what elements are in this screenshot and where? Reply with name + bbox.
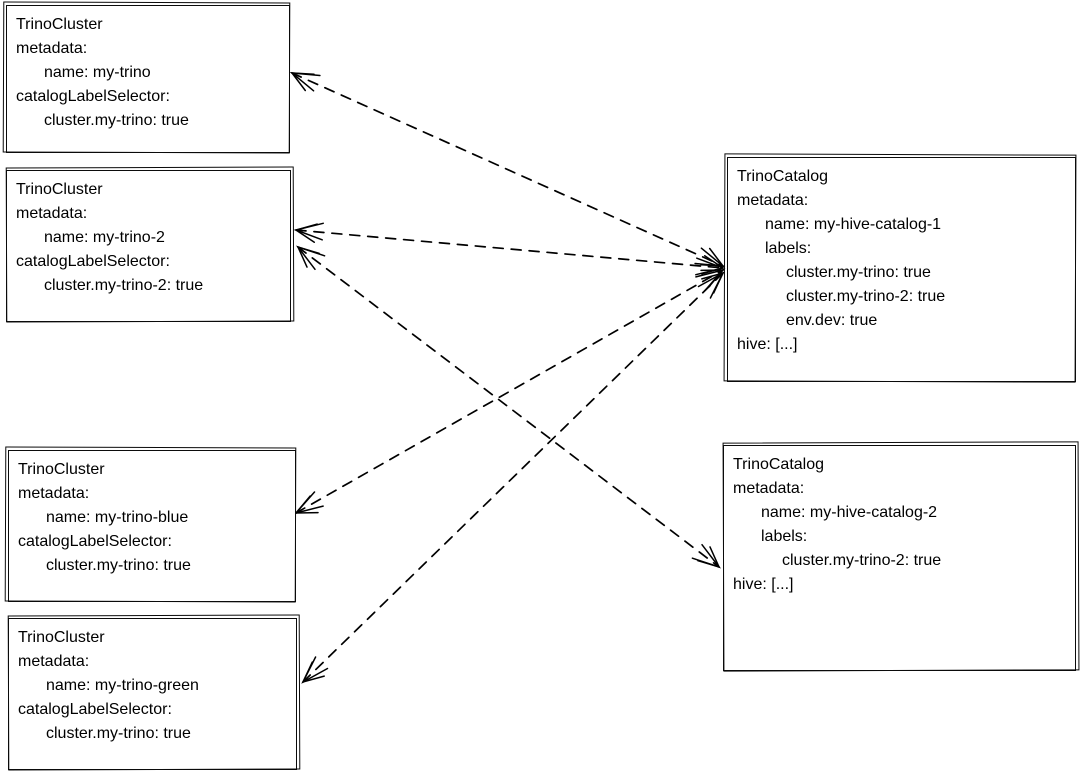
node-text-line: catalogLabelSelector: (18, 701, 172, 718)
node-text-line: name: my-trino-blue (46, 509, 189, 526)
node-text-line: name: my-trino-2 (44, 229, 165, 246)
arrowhead (701, 271, 725, 294)
node-text-line: catalogLabelSelector: (16, 88, 170, 105)
node-text-line: TrinoCluster (18, 629, 105, 646)
edge-cluster-my-trino--catalog-my-hive-catalog-1 (291, 72, 724, 267)
arrowhead (301, 656, 329, 684)
node-text-line: labels: (765, 240, 812, 257)
arrowhead (700, 269, 725, 288)
arrowhead (294, 223, 318, 243)
arrowhead (295, 245, 326, 271)
arrowhead (296, 245, 320, 268)
node-text-line: catalogLabelSelector: (18, 533, 172, 550)
arrowhead (695, 268, 726, 292)
arrowhead (293, 222, 324, 241)
node-trinocatalog-my-hive-catalog-2: TrinoCatalog metadata: name: my-hive-catal… (723, 445, 1076, 671)
node-trinocluster-my-trino-green: TrinoCluster metadata: name: my-trino-gree… (8, 618, 297, 770)
node-text-line: metadata: (16, 205, 88, 222)
arrowhead (694, 247, 726, 267)
node-text-line: cluster.my-trino-2: true (44, 277, 204, 294)
node-text-line: cluster.my-trino-2: true (786, 288, 946, 305)
node-text-line: TrinoCluster (18, 461, 105, 478)
node-text-line: name: my-trino (44, 64, 151, 81)
node-text-line: metadata: (737, 192, 809, 209)
edge-cluster-my-trino-green--catalog-my-hive-catalog-1 (302, 272, 724, 683)
arrowhead (697, 546, 721, 569)
node-text-line: name: my-hive-catalog-2 (761, 504, 938, 521)
node-text-line: metadata: (18, 485, 90, 502)
node-trinocluster-my-trino: TrinoCluster metadata: name: my-trino catal… (6, 5, 290, 153)
node-text-line: env.dev: true (786, 312, 878, 329)
node-text-line: name: my-hive-catalog-1 (765, 216, 942, 233)
node-text-line: hive: [...] (737, 336, 798, 353)
edge-cluster-my-trino-2--catalog-my-hive-catalog-1 (295, 229, 724, 269)
node-text-line: metadata: (733, 480, 805, 497)
node-text-line: labels: (761, 528, 808, 545)
node-text-line: TrinoCatalog (737, 168, 829, 185)
node-trinocluster-my-trino-2: TrinoCluster metadata: name: my-trino-2 cat… (6, 170, 291, 322)
node-text-line: cluster.my-trino-2: true (782, 552, 942, 569)
node-text-line: name: my-trino-green (46, 677, 199, 694)
arrowhead (700, 247, 725, 267)
node-text-line: TrinoCluster (16, 181, 103, 198)
node-text-line: cluster.my-trino: true (786, 264, 931, 281)
arrowhead (301, 661, 325, 684)
arrowhead (701, 255, 725, 275)
node-text-line: metadata: (18, 653, 90, 670)
arrowhead (691, 543, 722, 569)
edge-cluster-my-trino-2--catalog-my-hive-catalog-2 (297, 246, 720, 568)
arrowhead (695, 257, 726, 276)
node-text-line: hive: [...] (733, 576, 794, 593)
node-trinocatalog-my-hive-catalog-1: TrinoCatalog metadata: name: my-hive-catal… (727, 157, 1076, 382)
edge-cluster-my-trino-blue--catalog-my-hive-catalog-1 (295, 269, 724, 514)
arrowhead (294, 495, 319, 514)
node-trinocluster-my-trino-blue: TrinoCluster metadata: name: my-trino-blue… (8, 450, 296, 602)
node-text-line: TrinoCatalog (733, 456, 825, 473)
node-text-line: cluster.my-trino: true (46, 557, 191, 574)
arrowhead (290, 72, 315, 92)
node-text-line: TrinoCluster (16, 16, 103, 33)
arrowhead (697, 271, 725, 299)
node-text-line: catalogLabelSelector: (16, 253, 170, 270)
arrowhead (293, 491, 324, 515)
node-text-line: cluster.my-trino: true (46, 725, 191, 742)
arrowhead (289, 72, 321, 92)
node-text-line: metadata: (16, 40, 88, 57)
node-text-line: cluster.my-trino: true (44, 112, 189, 129)
